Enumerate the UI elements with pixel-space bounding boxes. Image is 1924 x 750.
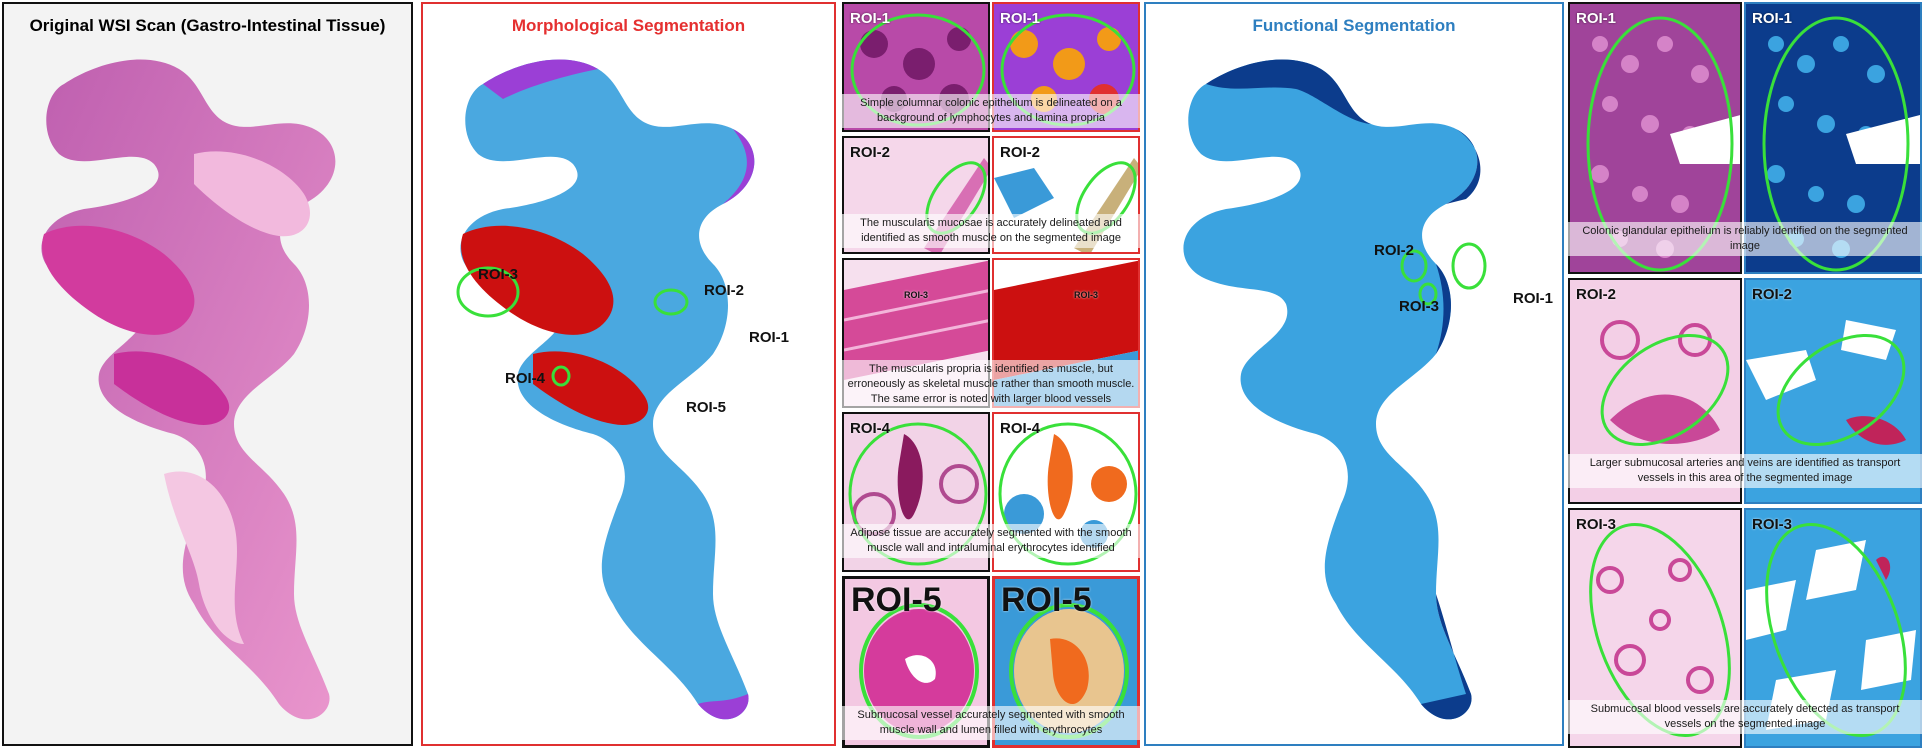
func-roi3-marker (1418, 282, 1438, 306)
morph-tissue-image (456, 59, 755, 720)
morph-roi5-label: ROI-5 (686, 399, 727, 416)
tile-label: ROI-3 (1576, 516, 1617, 533)
tile-label: ROI-1 (850, 10, 891, 27)
morph-roi2-caption: The muscularis mucosae is accurately del… (842, 214, 1140, 248)
morphological-segmentation-panel: Morphological Segmentation ROI-3 ROI-2 R… (421, 2, 836, 746)
tile-label: ROI-2 (1000, 144, 1041, 161)
tile-label: ROI-4 (850, 420, 891, 437)
morph-roi4-label: ROI-4 (505, 370, 546, 387)
tile-label: ROI-2 (850, 144, 891, 161)
func-roi1-caption: Colonic glandular epithelium is reliably… (1568, 222, 1922, 256)
tile-label: ROI-1 (1000, 10, 1041, 27)
tile-label: ROI-1 (1752, 10, 1793, 27)
morph-roi4-marker (551, 365, 571, 387)
morph-roi1-marker (653, 288, 689, 316)
func-roi2-caption: Larger submucosal arteries and veins are… (1568, 454, 1922, 488)
func-roi1-label: ROI-1 (1513, 290, 1554, 307)
func-roi-strip: ROI-1 ROI-1 Colonic glandular epithelium… (1568, 2, 1922, 748)
func-roi2-label: ROI-2 (1374, 242, 1415, 259)
tile-label: ROI-5 (851, 581, 942, 619)
original-panel-title: Original WSI Scan (Gastro-Intestinal Tis… (29, 16, 386, 35)
func-roi2-marker (1400, 249, 1428, 283)
tile-label: ROI-5 (1001, 581, 1092, 619)
morph-roi3-label: ROI-3 (478, 266, 519, 283)
tile-label: ROI-3 (1074, 290, 1099, 300)
original-wsi-panel: Original WSI Scan (Gastro-Intestinal Tis… (2, 2, 413, 746)
morph-roi4-caption: Adipose tissue are accurately segmented … (842, 524, 1140, 558)
tile-label: ROI-2 (1576, 286, 1617, 303)
morph-roi2-label: ROI-2 (704, 282, 745, 299)
func-roi3-label: ROI-3 (1399, 298, 1440, 315)
morph-roi3-caption: The muscularis propria is identified as … (842, 360, 1140, 409)
morph-roi5-caption: Submucosal vessel accurately segmented w… (842, 706, 1140, 740)
func-roi1-marker (1451, 242, 1487, 290)
tile-label: ROI-3 (1752, 516, 1793, 533)
tile-label: ROI-2 (1752, 286, 1793, 303)
morph-panel-title: Morphological Segmentation (511, 16, 746, 35)
morph-roi1-label: ROI-1 (749, 329, 790, 346)
tile-label: ROI-1 (1576, 10, 1617, 27)
functional-segmentation-panel: Functional Segmentation ROI-2 ROI-3 ROI-… (1144, 2, 1564, 746)
func-tissue-image (1183, 59, 1487, 720)
morph-roi1-original: ROI-1 (842, 2, 990, 132)
morph-roi-strip: ROI-1 ROI-1 Simple columnar colonic epit… (842, 2, 1140, 748)
tile-label: ROI-3 (904, 290, 929, 300)
morph-roi3-marker (456, 266, 520, 318)
original-tissue-image (41, 59, 336, 720)
func-panel-title: Functional Segmentation (1252, 16, 1456, 35)
morph-roi1-caption: Simple columnar colonic epithelium is de… (842, 94, 1140, 128)
func-roi3-caption: Submucosal blood vessels are accurately … (1568, 700, 1922, 734)
tile-label: ROI-4 (1000, 420, 1041, 437)
